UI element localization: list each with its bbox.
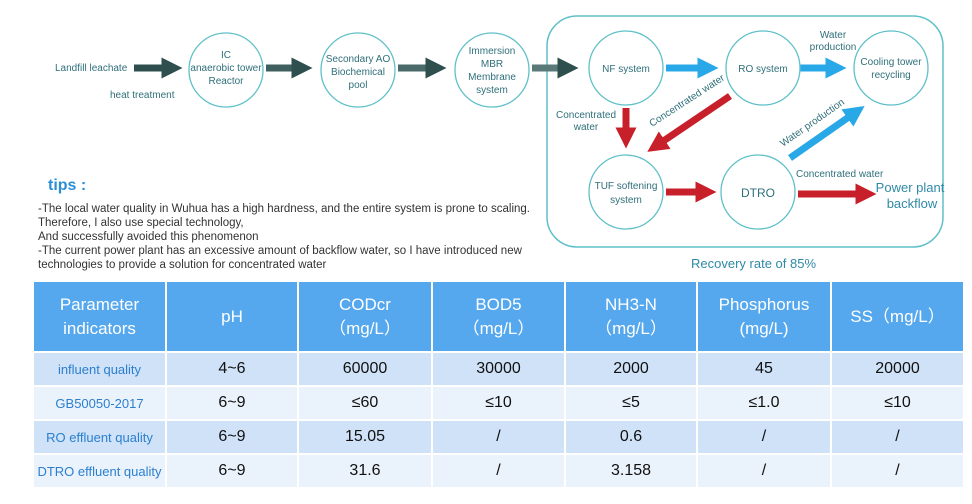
svg-text:recycling: recycling — [871, 70, 910, 81]
cell: ≤5 — [565, 386, 698, 421]
header-ss: SS（mg/L） — [831, 282, 965, 353]
tuf-softening-node: TUF softening system — [588, 154, 664, 230]
water-production-top-label-2: production — [810, 42, 857, 53]
tips-line-1: -The local water quality in Wuhua has a … — [38, 203, 531, 215]
svg-text:pool: pool — [349, 80, 368, 91]
arrow-ro-to-tuf — [647, 93, 732, 152]
svg-text:MBR: MBR — [481, 59, 503, 70]
ro-system-node: RO system — [725, 30, 801, 106]
svg-text:system: system — [610, 195, 642, 206]
concentrated-water-bottom-label: Concentrated water — [796, 169, 884, 180]
cell: 15.05 — [298, 420, 433, 455]
svg-text:IC: IC — [221, 50, 231, 61]
cell: / — [697, 420, 832, 455]
svg-text:anaerobic tower: anaerobic tower — [190, 63, 262, 74]
landfill-leachate-label: Landfill leachate — [55, 63, 128, 74]
cell: ≤1.0 — [697, 386, 832, 421]
cell: 3.158 — [565, 454, 698, 489]
table-row: GB50050-2017 6~9 ≤60 ≤10 ≤5 ≤1.0 ≤10 — [34, 386, 965, 421]
svg-text:TUF softening: TUF softening — [595, 181, 658, 192]
header-codcr: CODcr（mg/L） — [298, 282, 433, 353]
tips-line-5: technologies to provide a solution for c… — [38, 259, 327, 271]
svg-text:Cooling tower: Cooling tower — [860, 57, 922, 68]
cell: 20000 — [831, 352, 965, 387]
power-plant-label: Power plant — [876, 180, 945, 195]
table-row: RO effluent quality 6~9 15.05 / 0.6 / / — [34, 420, 965, 455]
svg-text:system: system — [476, 85, 508, 96]
dtro-node: DTRO — [720, 154, 796, 230]
process-flow-diagram: Landfill leachate heat treatment IC anae… — [55, 15, 945, 248]
cell: 30000 — [432, 352, 566, 387]
tips-line-2: Therefore, I also use special technology… — [38, 217, 244, 229]
header-phosphorus: Phosphorus(mg/L) — [697, 282, 832, 353]
svg-text:Immersion: Immersion — [469, 46, 516, 57]
nf-system-node: NF system — [588, 30, 664, 106]
cell: 6~9 — [166, 454, 299, 489]
heat-treatment-label: heat treatment — [110, 90, 175, 101]
tips-line-4: -The current power plant has an excessiv… — [38, 245, 522, 257]
membrane-system-frame — [546, 15, 944, 248]
cell: / — [432, 420, 566, 455]
cell: 4~6 — [166, 352, 299, 387]
cell: / — [697, 454, 832, 489]
arrow-dtro-to-cooling — [787, 105, 865, 161]
table-row: DTRO effluent quality 6~9 31.6 / 3.158 /… — [34, 454, 965, 489]
svg-text:DTRO: DTRO — [741, 186, 775, 200]
cell: 6~9 — [166, 420, 299, 455]
power-plant-label-2: backflow — [887, 196, 938, 211]
svg-text:NF system: NF system — [602, 64, 650, 75]
svg-text:Secondary AO: Secondary AO — [326, 54, 391, 65]
mbr-node: Immersion MBR Membrane system — [454, 32, 530, 108]
cell: 6~9 — [166, 386, 299, 421]
svg-text:Reactor: Reactor — [208, 76, 244, 87]
row-label: influent quality — [34, 352, 167, 387]
cell: 31.6 — [298, 454, 433, 489]
header-bod5: BOD5（mg/L） — [432, 282, 566, 353]
header-ph: pH — [166, 282, 299, 353]
row-label: GB50050-2017 — [34, 386, 167, 421]
cell: 0.6 — [565, 420, 698, 455]
cell: / — [831, 420, 965, 455]
row-label: DTRO effluent quality — [34, 454, 167, 489]
cell: 45 — [697, 352, 832, 387]
cell: ≤10 — [831, 386, 965, 421]
water-production-top-label: Water — [820, 30, 847, 41]
ic-reactor-node: IC anaerobic tower Reactor — [188, 32, 264, 108]
cell: / — [432, 454, 566, 489]
header-nh3n: NH3-N（mg/L） — [565, 282, 698, 353]
table-row: influent quality 4~6 60000 30000 2000 45… — [34, 352, 965, 387]
svg-text:Biochemical: Biochemical — [331, 67, 385, 78]
concentrated-water-left-label-2: water — [573, 122, 599, 133]
concentrated-water-left-label: Concentrated — [556, 110, 616, 121]
recovery-rate-label: Recovery rate of 85% — [691, 256, 817, 271]
cell: 2000 — [565, 352, 698, 387]
svg-text:Membrane: Membrane — [468, 72, 516, 83]
tips-title: tips : — [48, 177, 87, 194]
cell: 60000 — [298, 352, 433, 387]
cell: ≤60 — [298, 386, 433, 421]
secondary-ao-node: Secondary AO Biochemical pool — [320, 32, 396, 108]
cell: / — [831, 454, 965, 489]
tips-line-3: And successfully avoided this phenomenon — [38, 231, 259, 243]
svg-text:RO system: RO system — [738, 64, 787, 75]
cell: ≤10 — [432, 386, 566, 421]
cooling-tower-node: Cooling tower recycling — [853, 30, 929, 106]
row-label: RO effluent quality — [34, 420, 167, 455]
